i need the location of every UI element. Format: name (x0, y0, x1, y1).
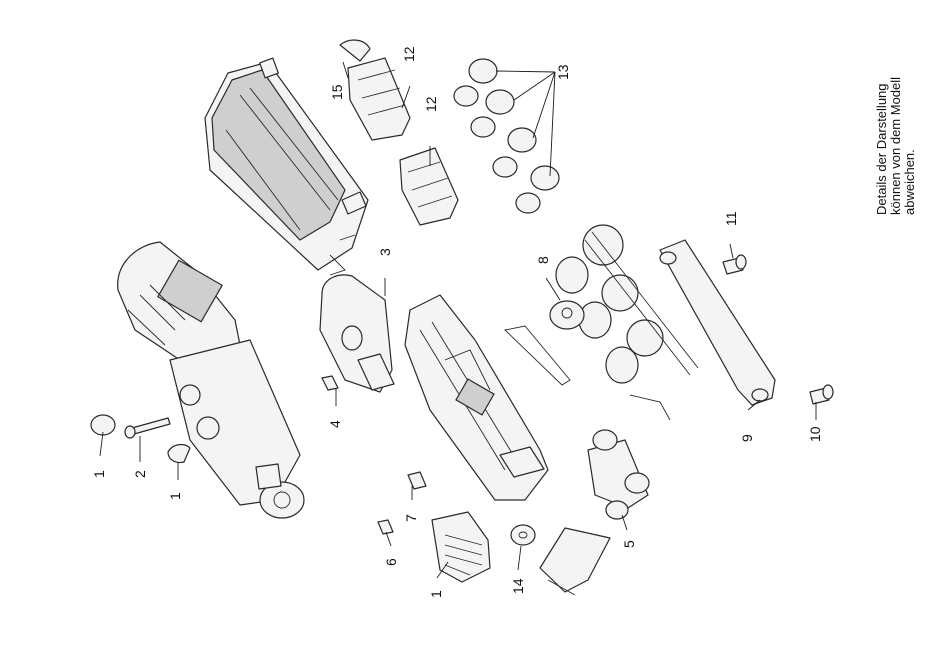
wheelsets-13 (454, 59, 559, 213)
callout-6: 6 (383, 558, 399, 566)
callout-9: 9 (739, 434, 755, 442)
callout-8: 8 (535, 256, 551, 264)
rear-bogie-part-5 (588, 430, 649, 519)
callout-3: 3 (377, 248, 393, 256)
coupler-parts (540, 528, 610, 595)
callout-4: 4 (327, 420, 343, 428)
note-line-2: können von dem Modell (888, 77, 903, 215)
disclaimer-note: Details der Darstellung können von dem M… (874, 77, 917, 215)
frame-chassis (405, 295, 548, 500)
callout-2: 2 (132, 470, 148, 478)
cab-part-3 (320, 275, 394, 392)
callout-12a: 12 (401, 46, 417, 62)
callout-11: 11 (723, 211, 739, 226)
callout-1a: 1 (91, 470, 107, 478)
bar-part-9 (660, 240, 775, 405)
note-line-3: abweichen. (902, 149, 917, 215)
callout-14: 14 (510, 578, 526, 594)
callout-5: 5 (621, 540, 637, 548)
callout-15: 15 (329, 84, 345, 100)
callout-1c: 1 (428, 590, 444, 598)
callout-13: 13 (555, 64, 571, 80)
note-line-1: Details der Darstellung (874, 83, 889, 215)
callout-12b: 12 (423, 96, 439, 112)
callout-10: 10 (807, 426, 823, 442)
callout-7: 7 (403, 514, 419, 522)
callout-1b: 1 (167, 492, 183, 500)
washer-part-14 (511, 525, 535, 545)
smokebox-front-part-1 (432, 512, 490, 582)
